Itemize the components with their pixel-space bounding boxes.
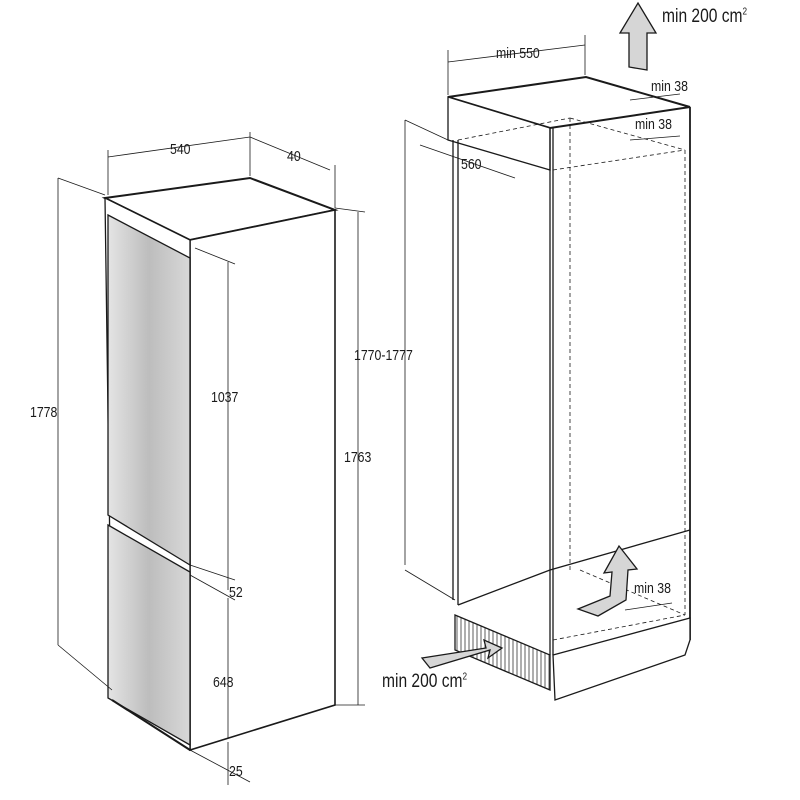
dim-upper-door: 1037: [211, 389, 239, 406]
kitchen-cabinet: [447, 75, 691, 701]
dim-total-height: 1778: [30, 404, 58, 421]
air-in-arrow-icon: [420, 638, 504, 669]
air-out-arrow-icon: [618, 1, 658, 71]
bottom-vent-area-sup: 2: [462, 671, 468, 683]
airflow-arrows: [420, 1, 658, 669]
dim-body-height: 1763: [344, 449, 372, 466]
built-in-fridge: [101, 176, 339, 752]
dim-door-gap: 52: [229, 584, 243, 601]
top-vent-area-text: min 200 cm: [662, 6, 743, 27]
dim-top-clearance-2: min 38: [635, 116, 672, 133]
dim-niche-height: 1770-1777: [354, 347, 413, 364]
cabinet-plinth: [552, 617, 691, 701]
fridge-side: [189, 209, 336, 752]
right-dimension-lines: [404, 35, 681, 611]
dim-lower-door: 648: [213, 674, 234, 691]
left-dimension-lines: [57, 132, 366, 785]
ventilation-grille: [454, 614, 551, 691]
dim-top-clearance-1: min 38: [651, 78, 688, 95]
dim-niche-depth: 560: [461, 156, 482, 173]
top-vent-area: min 200 cm2: [662, 6, 747, 28]
bottom-vent-area-text: min 200 cm: [382, 671, 463, 692]
top-vent-area-sup: 2: [742, 6, 748, 18]
dim-bottom-offset: 25: [229, 763, 243, 780]
dim-width: 540: [170, 141, 191, 158]
dim-niche-width: min 550: [496, 45, 540, 62]
lower-door: [107, 523, 191, 747]
dim-bottom-clearance: min 38: [634, 580, 671, 597]
bottom-vent-area: min 200 cm2: [382, 671, 467, 693]
upper-door: [107, 213, 191, 567]
dim-depth-offset: 40: [287, 148, 301, 165]
air-up-arrow-icon: [576, 544, 639, 617]
